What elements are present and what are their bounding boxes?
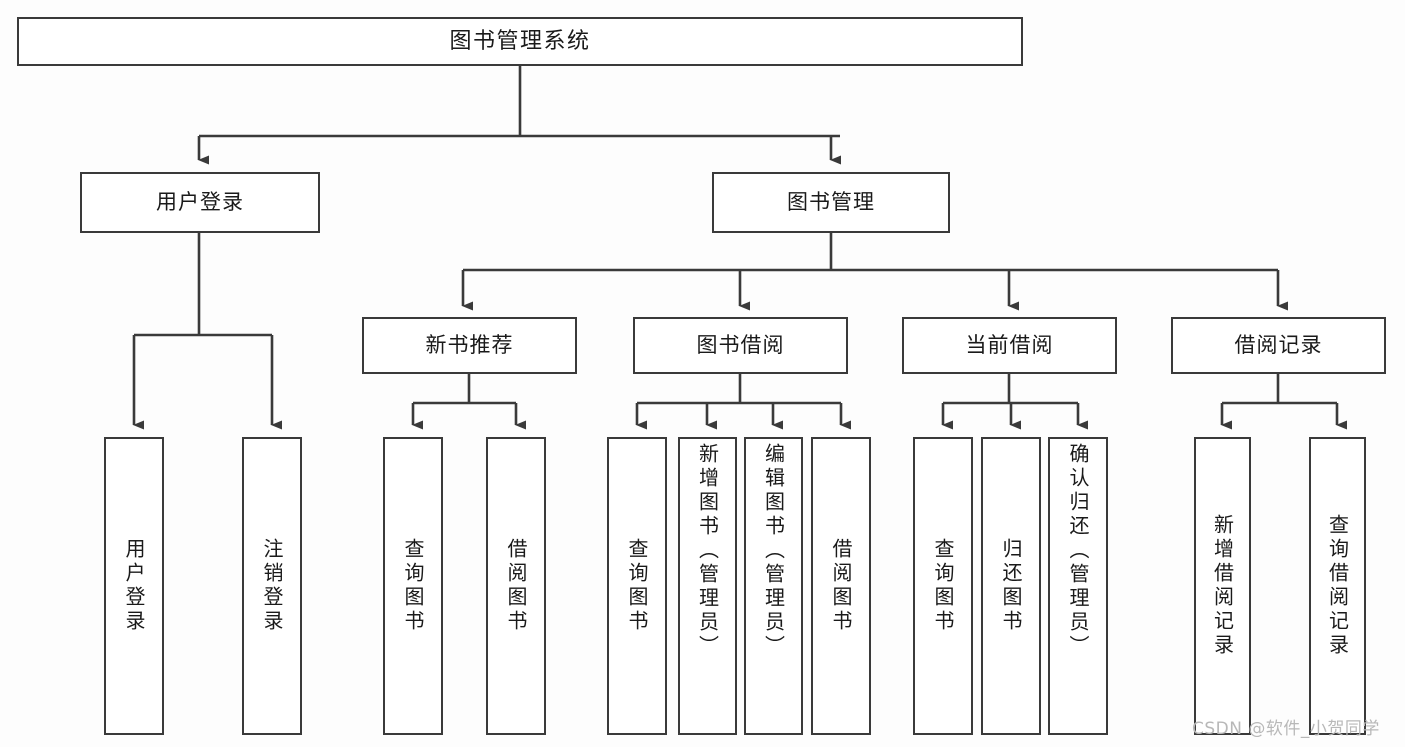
node-book-borrow[interactable]: 图书借阅 xyxy=(633,317,848,374)
leaf-user-login-1-label: 用户登录 xyxy=(122,538,146,634)
leaf-current-borrow-2-label: 归还图书 xyxy=(999,538,1023,634)
leaf-book-borrow-3[interactable]: 编辑图书（管理员） xyxy=(744,437,803,735)
leaf-book-borrow-3-label: 编辑图书（管理员） xyxy=(761,443,786,659)
leaf-new-book-recommend-2-label: 借阅图书 xyxy=(504,538,528,634)
node-root-label: 图书管理系统 xyxy=(449,28,591,54)
leaf-current-borrow-1[interactable]: 查询图书 xyxy=(913,437,973,735)
node-user-login[interactable]: 用户登录 xyxy=(80,172,320,233)
node-new-book-recommend[interactable]: 新书推荐 xyxy=(362,317,577,374)
node-book-borrow-label: 图书借阅 xyxy=(696,333,785,358)
leaf-borrow-record-2-label: 查询借阅记录 xyxy=(1325,514,1350,658)
leaf-current-borrow-1-label: 查询图书 xyxy=(931,538,955,634)
leaf-book-borrow-1[interactable]: 查询图书 xyxy=(607,437,667,735)
leaf-new-book-recommend-2[interactable]: 借阅图书 xyxy=(486,437,546,735)
leaf-user-login-1[interactable]: 用户登录 xyxy=(104,437,164,735)
node-current-borrow-label: 当前借阅 xyxy=(965,333,1054,358)
node-user-login-label: 用户登录 xyxy=(156,190,244,215)
csdn-watermark: CSDN @软件_小贺同学 xyxy=(1192,719,1380,739)
leaf-current-borrow-3-label: 确认归还（管理员） xyxy=(1066,443,1090,659)
leaf-user-login-2-label: 注销登录 xyxy=(260,538,284,634)
leaf-book-borrow-2-label: 新增图书（管理员） xyxy=(695,443,720,659)
leaf-user-login-2[interactable]: 注销登录 xyxy=(242,437,302,735)
node-book-manage-label: 图书管理 xyxy=(787,190,875,215)
leaf-borrow-record-1-label: 新增借阅记录 xyxy=(1210,514,1235,658)
node-current-borrow[interactable]: 当前借阅 xyxy=(902,317,1117,374)
leaf-new-book-recommend-1[interactable]: 查询图书 xyxy=(383,437,443,735)
leaf-book-borrow-2[interactable]: 新增图书（管理员） xyxy=(678,437,737,735)
leaf-book-borrow-1-label: 查询图书 xyxy=(625,538,649,634)
node-new-book-recommend-label: 新书推荐 xyxy=(425,333,514,358)
node-borrow-record-label: 借阅记录 xyxy=(1234,333,1323,358)
node-book-manage[interactable]: 图书管理 xyxy=(712,172,950,233)
leaf-new-book-recommend-1-label: 查询图书 xyxy=(401,538,425,634)
leaf-book-borrow-4-label: 借阅图书 xyxy=(829,538,853,634)
leaf-borrow-record-2[interactable]: 查询借阅记录 xyxy=(1309,437,1366,735)
node-root[interactable]: 图书管理系统 xyxy=(17,17,1023,66)
node-borrow-record[interactable]: 借阅记录 xyxy=(1171,317,1386,374)
leaf-book-borrow-4[interactable]: 借阅图书 xyxy=(811,437,871,735)
leaf-current-borrow-3[interactable]: 确认归还（管理员） xyxy=(1048,437,1108,735)
leaf-current-borrow-2[interactable]: 归还图书 xyxy=(981,437,1041,735)
leaf-borrow-record-1[interactable]: 新增借阅记录 xyxy=(1194,437,1251,735)
